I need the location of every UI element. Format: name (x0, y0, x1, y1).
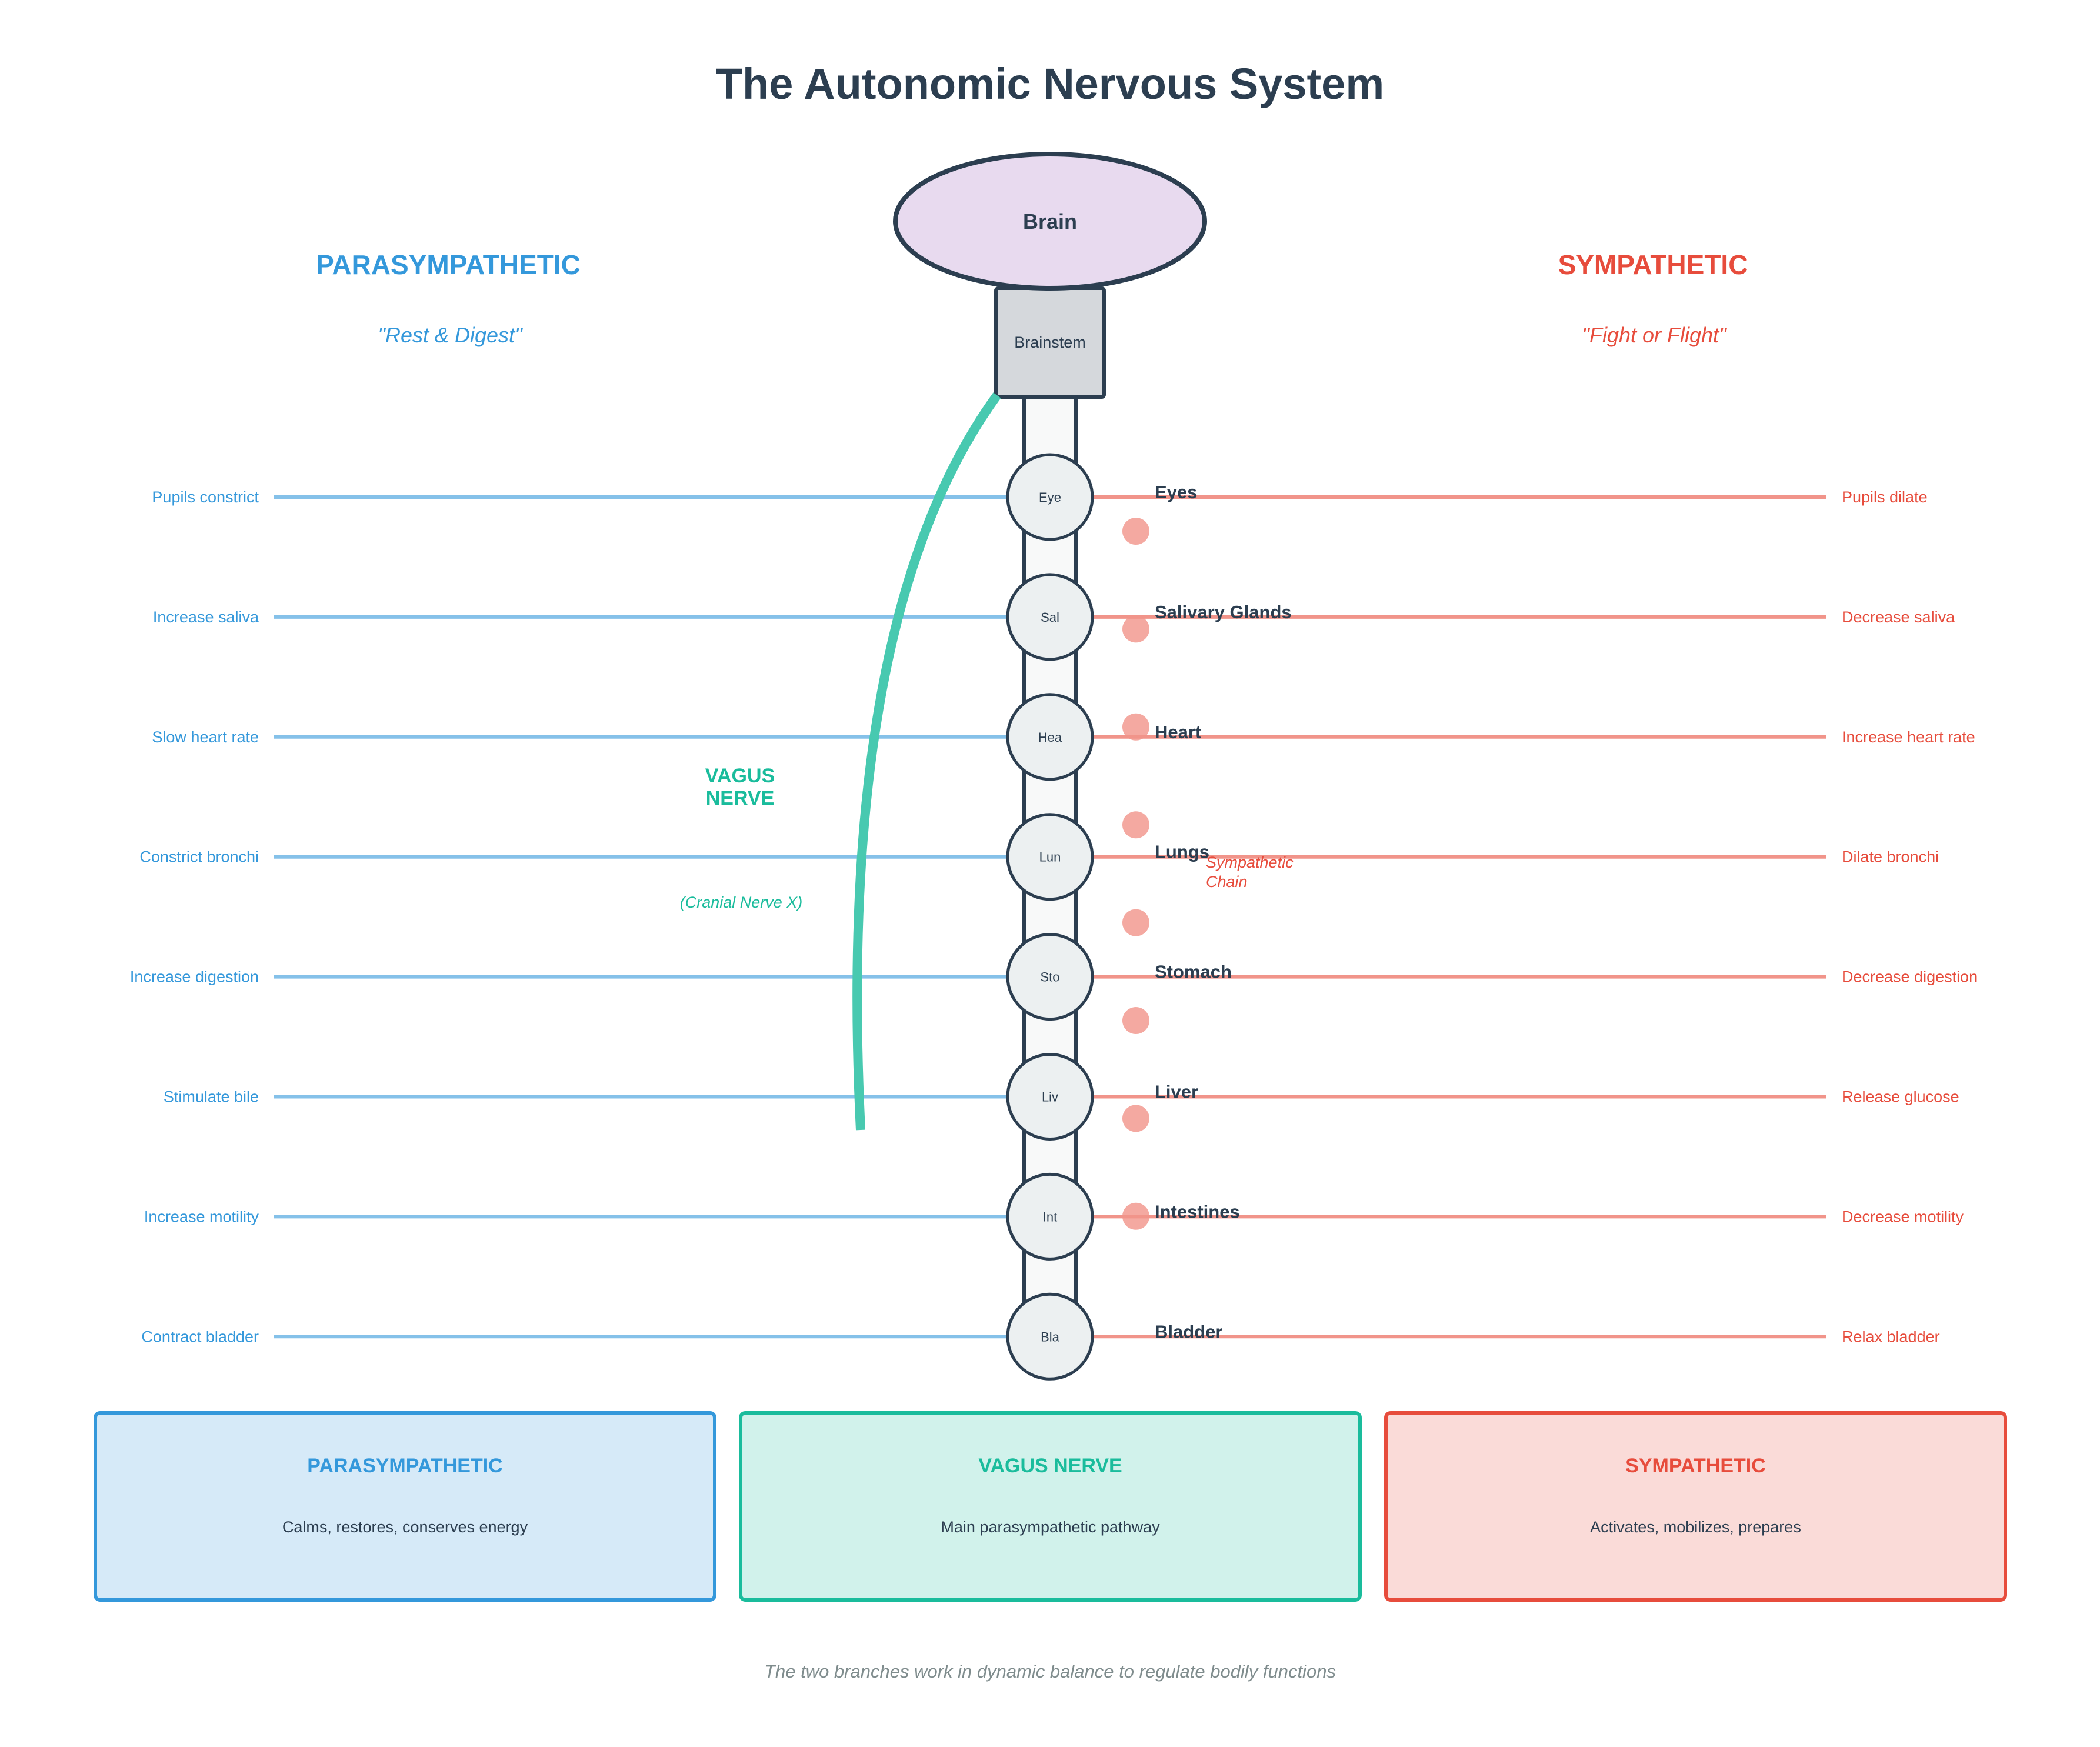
vagus-nerve-path (852, 392, 1001, 1131)
organ-node-intestines (1006, 1172, 1094, 1261)
footer-note: The two branches work in dynamic balance… (764, 1661, 1336, 1682)
sympathetic-effect-bladder: Relax bladder (1842, 1328, 1940, 1345)
parasympathetic-effect-salivary-glands: Increase saliva (153, 608, 259, 626)
sympathetic-effect-salivary-glands: Decrease saliva (1842, 608, 1955, 626)
vagus-nerve (852, 392, 1001, 1131)
sympathetic-ganglion (1122, 1007, 1149, 1034)
legend: PARASYMPATHETIC Calms, restores, conserve… (94, 1411, 2007, 1602)
organ-node-label-bladder: Bla (1041, 1329, 1060, 1344)
legend-box-vagus-nerve: VAGUS NERVE Main parasympathetic pathway (739, 1411, 1362, 1602)
organ-node-liver (1006, 1053, 1094, 1141)
sympathetic-subtitle: "Fight or Flight" (1582, 323, 1728, 347)
sympathetic-ganglion (1122, 615, 1149, 643)
sympathetic-chain-label-line1: Sympathetic (1206, 854, 1294, 871)
sympathetic-ganglion (1122, 713, 1149, 741)
parasympathetic-effect-stomach: Increase digestion (130, 968, 259, 986)
sympathetic-effect-eyes: Pupils dilate (1842, 488, 1928, 506)
parasympathetic-effect-intestines: Increase motility (144, 1208, 259, 1225)
parasympathetic-effect-eyes: Pupils constrict (152, 488, 259, 506)
organ-node-salivary-glands (1006, 573, 1094, 661)
legend-box-title: VAGUS NERVE (978, 1455, 1122, 1477)
sympathetic-chain-label-line2: Chain (1206, 873, 1248, 891)
sympathetic-effect-stomach: Decrease digestion (1842, 968, 1978, 986)
organ-name-intestines: Intestines (1155, 1201, 1240, 1222)
parasympathetic-effect-lungs: Constrict bronchi (139, 848, 259, 866)
organ-node-label-lungs: Lun (1039, 850, 1061, 865)
organ-node-heart (1006, 693, 1094, 781)
sympathetic-ganglion (1122, 811, 1149, 839)
sympathetic-effect-liver: Release glucose (1842, 1088, 1959, 1106)
legend-box-frame (739, 1411, 1362, 1602)
organ-name-liver: Liver (1155, 1082, 1198, 1102)
organ-name-bladder: Bladder (1155, 1321, 1222, 1342)
organ-node-stomach (1006, 933, 1094, 1021)
organ-name-heart: Heart (1155, 722, 1201, 742)
parasympathetic-subtitle: "Rest & Digest" (378, 323, 524, 347)
nerve-lines (274, 495, 1826, 1339)
organ-node-label-eyes: Eye (1039, 490, 1061, 505)
sympathetic-ganglion (1122, 518, 1149, 545)
brain (893, 152, 1207, 291)
legend-box-parasympathetic: PARASYMPATHETIC Calms, restores, conserve… (94, 1411, 716, 1602)
organ-name-lungs: Lungs (1155, 842, 1209, 862)
organ-node-label-stomach: Sto (1040, 970, 1059, 985)
brain-label: Brain (1023, 209, 1077, 234)
organ-node-label-intestines: Int (1043, 1209, 1057, 1224)
legend-box-frame (94, 1411, 716, 1602)
vagus-label-line2: NERVE (706, 787, 775, 809)
legend-box-desc: Activates, mobilizes, prepares (1590, 1518, 1801, 1536)
legend-box-title: PARASYMPATHETIC (307, 1455, 502, 1477)
vagus-label-line1: VAGUS (705, 765, 775, 787)
organ-name-stomach: Stomach (1155, 962, 1232, 982)
organ-node-lungs (1006, 813, 1094, 901)
sympathetic-effect-heart: Increase heart rate (1842, 728, 1975, 746)
organ-node-eyes (1006, 453, 1094, 541)
brainstem-label: Brainstem (1014, 334, 1086, 351)
organ-name-eyes: Eyes (1155, 482, 1197, 502)
sympathetic-ganglion (1122, 1105, 1149, 1132)
sympathetic-chain (1122, 518, 1149, 1230)
legend-box-frame (1384, 1411, 2007, 1602)
page-title: The Autonomic Nervous System (716, 59, 1384, 108)
sympathetic-effect-lungs: Dilate bronchi (1842, 848, 1939, 866)
organ-name-salivary-glands: Salivary Glands (1155, 602, 1292, 622)
legend-box-desc: Main parasympathetic pathway (941, 1518, 1160, 1536)
parasympathetic-header: PARASYMPATHETIC (316, 249, 581, 280)
sympathetic-ganglion (1122, 1202, 1149, 1230)
parasympathetic-effect-liver: Stimulate bile (164, 1088, 259, 1106)
parasympathetic-effect-bladder: Contract bladder (141, 1328, 259, 1345)
sympathetic-header: SYMPATHETIC (1558, 249, 1748, 280)
parasympathetic-effect-heart: Slow heart rate (152, 728, 259, 746)
sympathetic-effect-intestines: Decrease motility (1842, 1208, 1964, 1225)
sympathetic-ganglion (1122, 909, 1149, 936)
organ-node-label-heart: Hea (1038, 730, 1062, 745)
organ-node-bladder (1006, 1292, 1094, 1381)
legend-box-title: SYMPATHETIC (1625, 1455, 1766, 1477)
vagus-sublabel: (Cranial Nerve X) (680, 893, 803, 911)
organ-node-label-salivary-glands: Sal (1041, 610, 1059, 625)
legend-box-sympathetic: SYMPATHETIC Activates, mobilizes, prepare… (1384, 1411, 2007, 1602)
organ-node-label-liver: Liv (1042, 1090, 1058, 1105)
legend-box-desc: Calms, restores, conserves energy (282, 1518, 528, 1536)
